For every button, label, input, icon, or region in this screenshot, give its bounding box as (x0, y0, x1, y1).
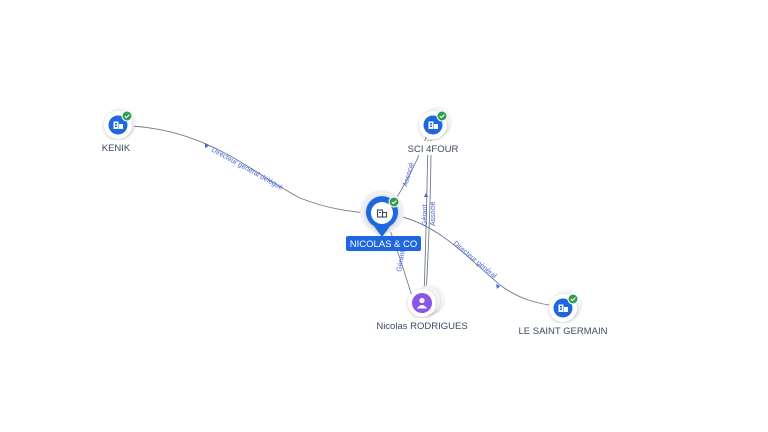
verified-check-icon (567, 293, 579, 305)
edge-label-nicolas-co-saint-germain: Directeur général (452, 240, 498, 280)
node-label-bg (374, 318, 470, 332)
node-label-bg (513, 323, 613, 337)
node-kenik[interactable]: KENIK (98, 108, 135, 154)
arrow-sci4four-edge (424, 193, 428, 197)
node-nicolas-rodrigues[interactable]: Nicolas RODRIGUES (374, 285, 470, 332)
edge-rodrigues-sci4four-a[interactable] (423, 139, 429, 296)
edge-rodrigues-sci4four-b[interactable] (425, 139, 432, 296)
node-le-saint-germain[interactable]: LE SAINT GERMAIN (513, 290, 613, 337)
building-icon (558, 304, 568, 312)
edge-label-rodrigues-sci4four-b: Associé (430, 201, 437, 226)
node-sci4four[interactable]: SCI 4FOUR (404, 107, 462, 155)
verified-check-icon (121, 110, 133, 122)
verified-check-icon (436, 110, 448, 122)
edge-nicolas-co-saint-germain[interactable] (397, 215, 557, 307)
edge-label-sci4four-nicolas-co: Associé (402, 162, 416, 188)
person-icon (416, 297, 428, 309)
node-label-bg (404, 141, 462, 155)
node-label-bg (98, 140, 134, 154)
node-label-nicolas-co: NICOLAS & CO (350, 239, 418, 250)
arrow-kenik-edge (205, 143, 209, 148)
arrow-saintgermain-edge (496, 284, 500, 289)
verified-check-icon (388, 196, 400, 208)
building-icon (113, 121, 123, 129)
node-label-nicolas-rodrigues: Nicolas RODRIGUES (376, 321, 467, 332)
edge-label-kenik-nicolas-co: Directeur général délégué (210, 147, 284, 192)
edge-label-rodrigues-nicolas-co: Gérant (396, 250, 407, 272)
node-label-le-saint-germain: LE SAINT GERMAIN (518, 326, 607, 337)
edge-label-rodrigues-sci4four-a: Gérant (422, 205, 429, 226)
building-icon (428, 121, 438, 129)
edge-labels: Directeur général délégué Associé Gérant… (210, 147, 498, 281)
edge-kenik-nicolas-co[interactable] (129, 125, 377, 215)
node-label-sci4four: SCI 4FOUR (408, 144, 459, 155)
node-nicolas-co[interactable]: NICOLAS & CO (346, 190, 421, 251)
building-icon (376, 209, 388, 218)
node-label-kenik: KENIK (102, 143, 131, 154)
focus-label-bg (346, 236, 421, 251)
edge-arrows (205, 143, 500, 289)
